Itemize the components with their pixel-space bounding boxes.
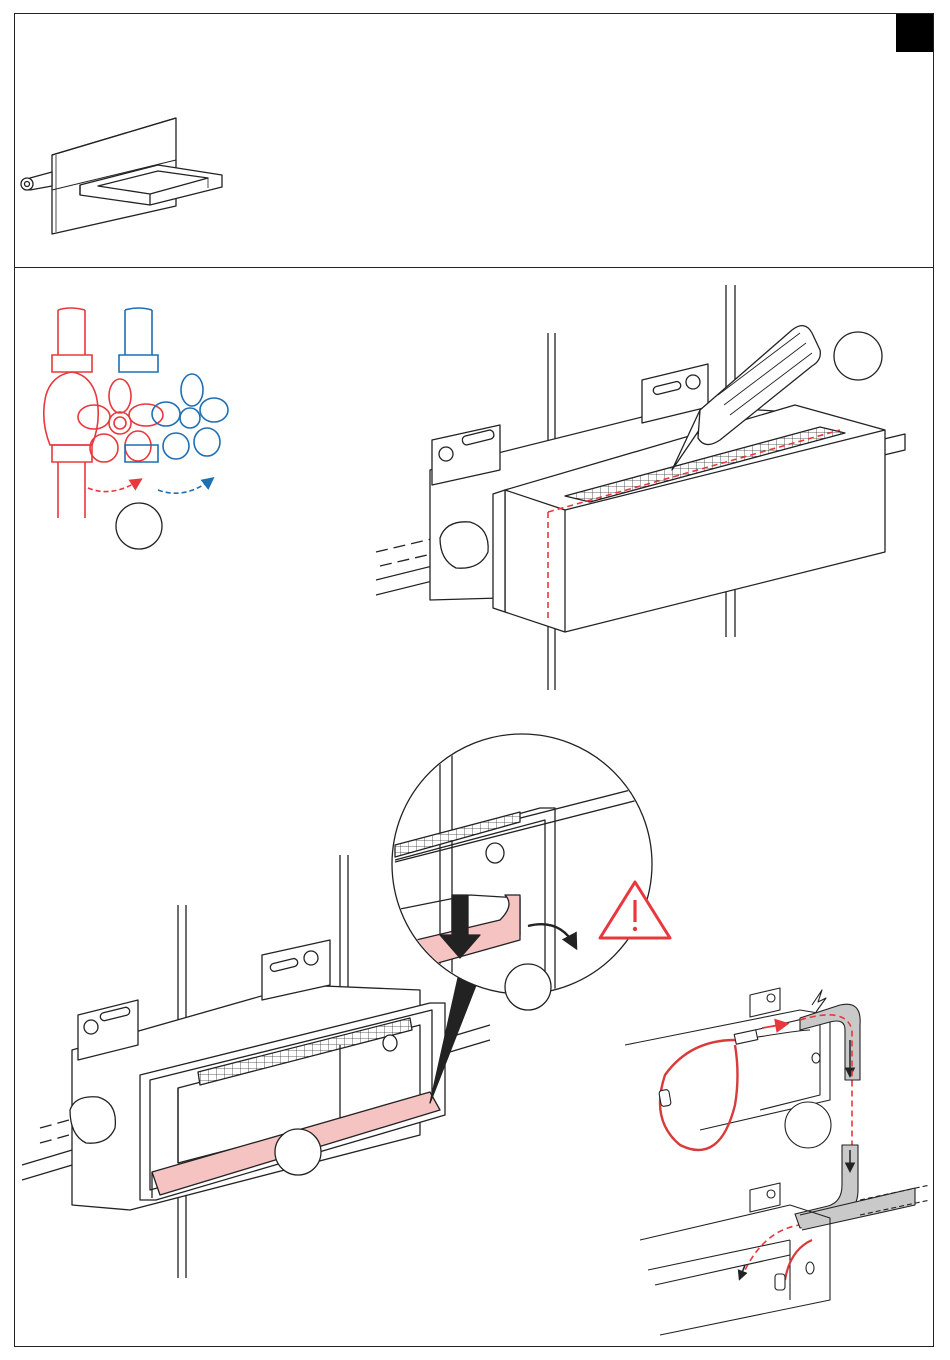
valves-illustration — [44, 308, 228, 549]
wall-spout-illustration — [21, 118, 222, 234]
lightning-icon — [812, 990, 826, 1012]
cold-valve — [119, 308, 228, 462]
seal-box-callout — [275, 1129, 321, 1175]
hot-valve — [44, 308, 163, 518]
cut-step-callout — [834, 332, 882, 380]
seal-strip-illustration — [22, 734, 670, 1278]
cable-routing-illustration — [625, 988, 930, 1335]
valves-step-callout — [116, 503, 162, 549]
cut-cover-illustration — [376, 285, 905, 690]
cable-step-callout — [785, 1102, 831, 1148]
seal-zoom-callout — [505, 964, 551, 1010]
